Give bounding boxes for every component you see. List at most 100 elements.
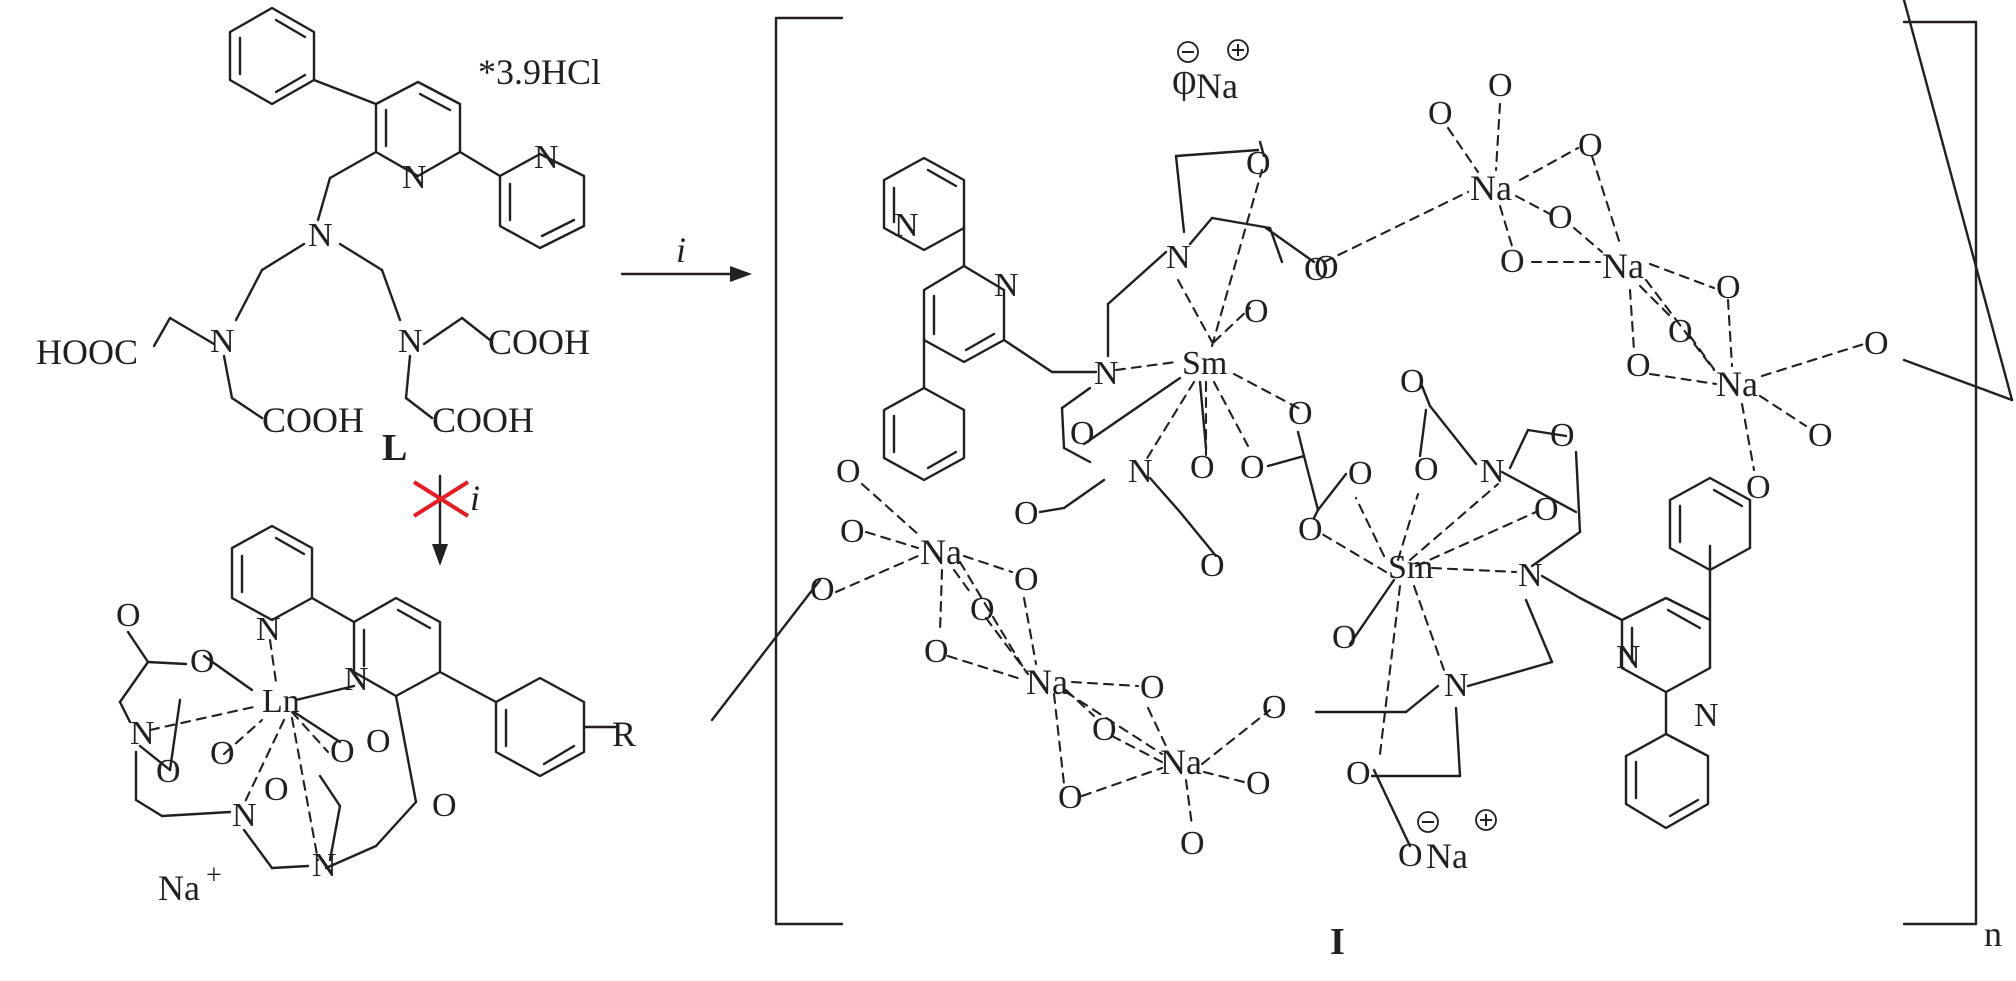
atom-O: O [1140, 669, 1165, 706]
pyridyl-ring [230, 524, 314, 622]
pyridine-ring [1620, 596, 1712, 694]
atom-O: O [840, 513, 865, 550]
phenyl-ring [1668, 476, 1752, 572]
atom-O: O [1288, 395, 1313, 432]
sodium-Na: Na [1716, 364, 1758, 404]
right-bracket [1902, 20, 1978, 926]
atom-N: N [344, 661, 369, 698]
atom-O: O [1070, 415, 1095, 452]
atom-O: O [116, 597, 141, 634]
reaction-condition-label: i [676, 230, 686, 270]
atom-N: N [1444, 667, 1469, 704]
atom-N: N [210, 323, 235, 360]
sodium-Na: Na [1196, 66, 1238, 106]
atom-O: O [924, 633, 949, 670]
polymer-label: I [1330, 921, 1345, 963]
ligand-label: L [382, 427, 407, 469]
atom-O: O [1014, 561, 1039, 598]
arrows: i i [412, 230, 752, 566]
blocked-cross [412, 480, 470, 518]
atom-O: O [156, 753, 181, 790]
group-label: COOH [488, 322, 590, 362]
atom-O: O [1332, 619, 1357, 656]
sodium-Na: Na [1470, 168, 1512, 208]
atom-O: O [810, 571, 835, 608]
atom-O: O [1298, 511, 1323, 548]
atom-O: O [1014, 495, 1039, 532]
atom-O: O [1200, 547, 1225, 584]
atom-N: N [1616, 639, 1641, 676]
atom-N: N [534, 139, 559, 176]
atom-O: O [1808, 417, 1833, 454]
atom-O: O [836, 453, 861, 490]
atom-O: O [366, 723, 391, 760]
atom-O: O [210, 735, 235, 772]
phenyl-ring [882, 386, 966, 482]
pyridyl-ring [1624, 732, 1710, 830]
group-label: HOOC [36, 332, 138, 372]
substituent-R: R [612, 714, 636, 754]
atom-N: N [398, 323, 423, 360]
phenyl-ring [228, 6, 316, 106]
atom-O: O [1262, 689, 1287, 726]
down-arrowhead [432, 544, 448, 566]
atom-N: N [994, 267, 1019, 304]
atom-O: O [1092, 711, 1117, 748]
atom-O: O [1626, 347, 1651, 384]
atom-O: O [1240, 449, 1265, 486]
atom-O: O [1314, 249, 1339, 286]
group-label: COOH [432, 400, 534, 440]
atom-O: O [1500, 243, 1525, 280]
counterion-Na: Na [158, 868, 200, 908]
sodium-Na: Na [1160, 742, 1202, 782]
atom-N: N [1166, 239, 1191, 276]
atom-O: O [1668, 313, 1693, 350]
atom-O: O [1304, 251, 1329, 288]
pyridyl-ring [498, 152, 586, 250]
polymer-complex-I: n I N N N N N Sm [710, 0, 2014, 963]
atom-N: N [256, 611, 281, 648]
atom-O: O [1398, 837, 1423, 874]
atom-N: N [1518, 557, 1543, 594]
salt-label: *3.9HCl [478, 52, 601, 92]
atom-N: N [232, 797, 257, 834]
atom-N: N [1694, 697, 1719, 734]
metal-Sm: Sm [1182, 345, 1227, 382]
atom-O: O [1348, 455, 1373, 492]
atom-O: O [1246, 765, 1271, 802]
atom-O: O [432, 787, 457, 824]
atom-N: N [1128, 453, 1153, 490]
pyridine-ring [922, 264, 1006, 364]
ligand-L-structure: N N N N N *3.9HCl HOOC COOH COOH COOH L [36, 6, 601, 469]
atom-N: N [402, 159, 427, 196]
atom-O: O [1488, 67, 1513, 104]
forward-arrowhead [730, 266, 752, 282]
counterion-charge: + [206, 860, 222, 891]
atom-N: N [1480, 453, 1505, 490]
atom-N: N [308, 217, 333, 254]
blocked-condition-label: i [470, 478, 480, 518]
atom-N: N [894, 207, 919, 244]
atom-N: N [130, 715, 155, 752]
sodium-Na: Na [1602, 246, 1644, 286]
atom-O: O [1058, 779, 1083, 816]
group-label: COOH [262, 400, 364, 440]
atom-O: O [1414, 451, 1439, 488]
atom-O: O [1180, 825, 1205, 862]
atom-N: N [1094, 355, 1119, 392]
atom-O: O [1190, 449, 1215, 486]
atom-O: O [970, 591, 995, 628]
atom-O: O [264, 771, 289, 808]
lanthanide-complex: R Ln N N N N N O O O O O O O O [116, 524, 636, 908]
atom-O: O [1346, 755, 1371, 792]
atom-O: O [1578, 127, 1603, 164]
atom-O: O [1864, 325, 1889, 362]
atom-O: O [1548, 199, 1573, 236]
atom-O: O [1428, 95, 1453, 132]
atom-O: O [1244, 293, 1269, 330]
sodium-Na: Na [1026, 662, 1068, 702]
aryl-ring [494, 676, 586, 778]
sodium-Na: Na [920, 532, 962, 572]
atom-O: O [1246, 145, 1271, 182]
